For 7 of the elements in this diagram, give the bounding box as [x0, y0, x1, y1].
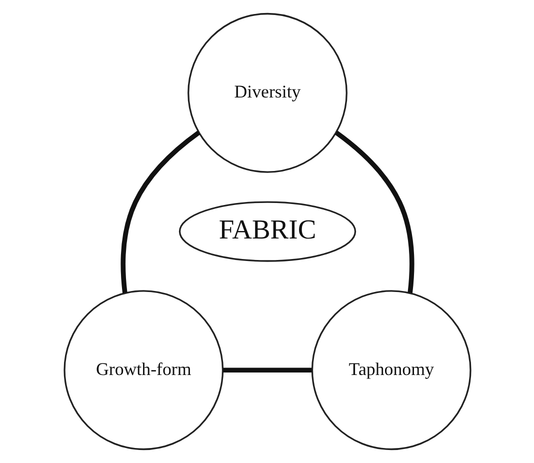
- node-ellipse: FABRIC: [178, 201, 356, 262]
- connector: [222, 368, 312, 373]
- node-circle: Taphonomy: [310, 290, 471, 450]
- connector: [334, 130, 414, 294]
- connector: [120, 130, 200, 294]
- node-circle: Diversity: [187, 12, 347, 173]
- node-circle: Growth-form: [63, 290, 224, 450]
